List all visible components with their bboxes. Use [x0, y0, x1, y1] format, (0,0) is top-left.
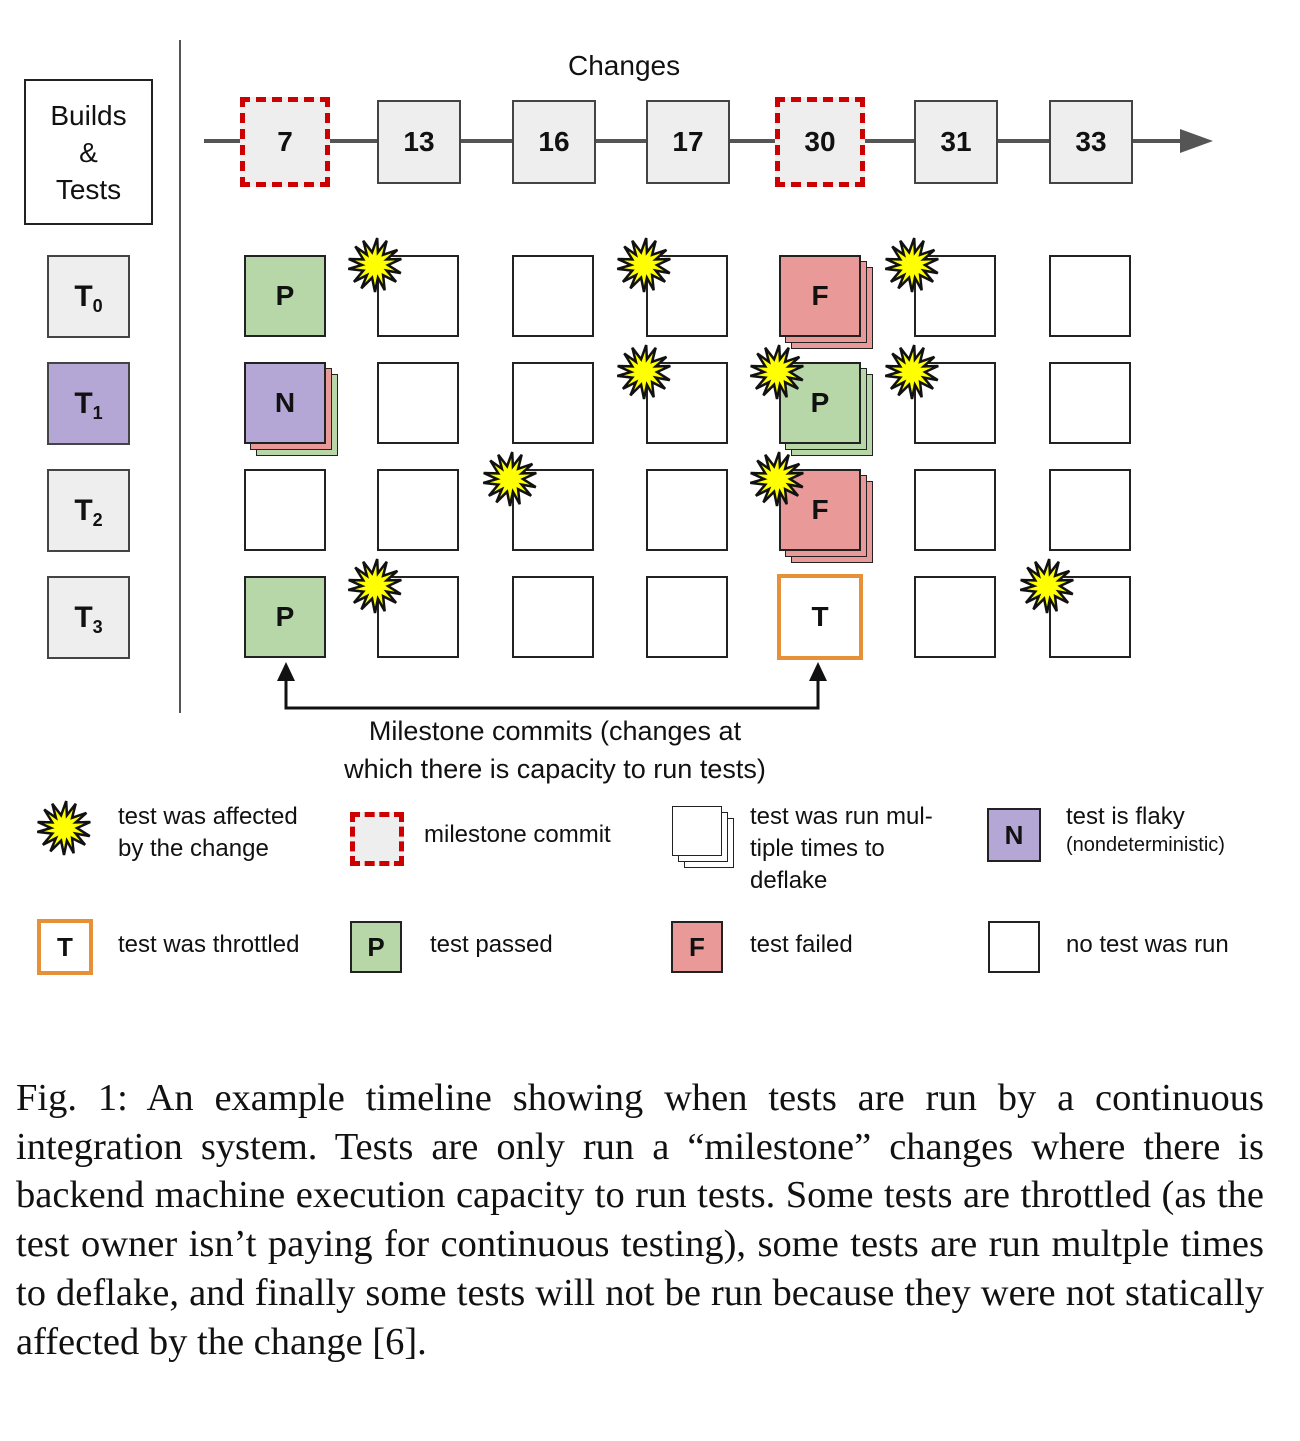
legend-affected-text: test was affected by the change — [118, 801, 298, 865]
legend-flaky-icon: N — [987, 808, 1041, 862]
legend-star-shape — [36, 800, 91, 856]
affected-star-shape — [1019, 558, 1074, 614]
affected-star-shape — [749, 344, 804, 400]
affected-star-shape — [616, 237, 671, 293]
affected-star-shape — [884, 344, 939, 400]
cell-T0-change-30: F — [779, 255, 861, 337]
legend-failed-icon: F — [671, 921, 723, 973]
affected-star-icon — [749, 344, 805, 400]
test-sub: 3 — [92, 617, 103, 637]
change-13: 13 — [377, 100, 461, 184]
change-31: 31 — [914, 100, 998, 184]
legend-affected-star-icon — [36, 800, 92, 856]
cell-T2-change-31 — [914, 469, 996, 551]
tests-label: Tests — [55, 173, 122, 205]
legend-flaky-text: test is flaky (nondeterministic) — [1066, 801, 1225, 857]
legend-milestone-text: milestone commit — [424, 821, 611, 848]
cell-T2-change-7 — [244, 469, 326, 551]
cell-T1-change-7: N — [244, 362, 326, 444]
changes-label: Changes — [568, 50, 681, 81]
affected-star-shape — [616, 344, 671, 400]
figure-caption: Fig. 1: An example timeline showing when… — [16, 1077, 1264, 1363]
legend-flaky-line: test is flaky — [1066, 803, 1185, 830]
legend-flaky-sub: (nondeterministic) — [1066, 834, 1225, 856]
legend-no-test-icon — [988, 921, 1040, 973]
legend-failed-text: test failed — [750, 931, 853, 958]
cell-T2-change-33 — [1049, 469, 1131, 551]
cell-T3-change-30: T — [777, 574, 863, 660]
legend-no-test-text: no test was run — [1066, 931, 1229, 958]
legend-passed-icon: P — [350, 921, 402, 973]
test-sub: 0 — [92, 296, 103, 316]
cell-T2-change-17 — [646, 469, 728, 551]
legend-affected-line-2: by the change — [118, 835, 269, 862]
cell-T1-change-33 — [1049, 362, 1131, 444]
cell-T3-change-31 — [914, 576, 996, 658]
legend-passed-text: test passed — [430, 931, 553, 958]
test-name: T — [74, 279, 93, 313]
milestone-arrows — [277, 662, 827, 710]
cell-T0-change-33 — [1049, 255, 1131, 337]
affected-star-shape — [347, 558, 402, 614]
affected-star-icon — [347, 558, 403, 614]
ampersand-label: & — [79, 136, 98, 168]
legend-deflake-line-2: tiple times to — [750, 835, 885, 862]
cell-T1-change-13 — [377, 362, 459, 444]
legend-affected-line-1: test was affected — [118, 803, 298, 830]
annotation-line-1: Milestone commits (changes at — [368, 716, 742, 746]
legend-milestone-icon — [350, 812, 404, 866]
change-16: 16 — [512, 100, 596, 184]
change-17: 17 — [646, 100, 730, 184]
cell-T1-change-16 — [512, 362, 594, 444]
change-30: 30 — [775, 97, 865, 187]
affected-star-icon — [616, 344, 672, 400]
builds-label: Builds — [50, 99, 127, 131]
test-sub: 1 — [92, 403, 103, 423]
legend-deflake-text: test was run mul- tiple times to deflake — [750, 801, 933, 897]
cell-T0-change-16 — [512, 255, 594, 337]
affected-star-icon — [884, 344, 940, 400]
test-name: T — [74, 493, 93, 527]
cell-T3-change-16 — [512, 576, 594, 658]
builds-tests-header: Builds & Tests — [24, 79, 153, 225]
affected-star-icon — [884, 237, 940, 293]
cell-T2-change-13 — [377, 469, 459, 551]
affected-star-shape — [347, 237, 402, 293]
test-name: T — [74, 600, 93, 634]
affected-star-icon — [347, 237, 403, 293]
test-sub: 2 — [92, 510, 103, 530]
affected-star-shape — [482, 451, 537, 507]
affected-star-shape — [749, 451, 804, 507]
affected-star-icon — [482, 451, 538, 507]
vertical-divider — [179, 40, 181, 713]
legend-deflake-line-3: deflake — [750, 867, 828, 894]
affected-star-icon — [749, 451, 805, 507]
cell-T3-change-17 — [646, 576, 728, 658]
cell-T0-change-7: P — [244, 255, 326, 337]
change-7: 7 — [240, 97, 330, 187]
annotation-line-2: which there is capacity to run tests) — [344, 754, 766, 784]
affected-star-icon — [1019, 558, 1075, 614]
change-33: 33 — [1049, 100, 1133, 184]
legend-throttled-icon: T — [37, 919, 93, 975]
affected-star-icon — [616, 237, 672, 293]
milestone-annotation: Milestone commits (changes at which ther… — [280, 712, 830, 788]
legend-deflake-line-1: test was run mul- — [750, 803, 933, 830]
legend-throttled-text: test was throttled — [118, 931, 300, 958]
affected-star-shape — [884, 237, 939, 293]
cell-T3-change-7: P — [244, 576, 326, 658]
test-name: T — [74, 386, 93, 420]
